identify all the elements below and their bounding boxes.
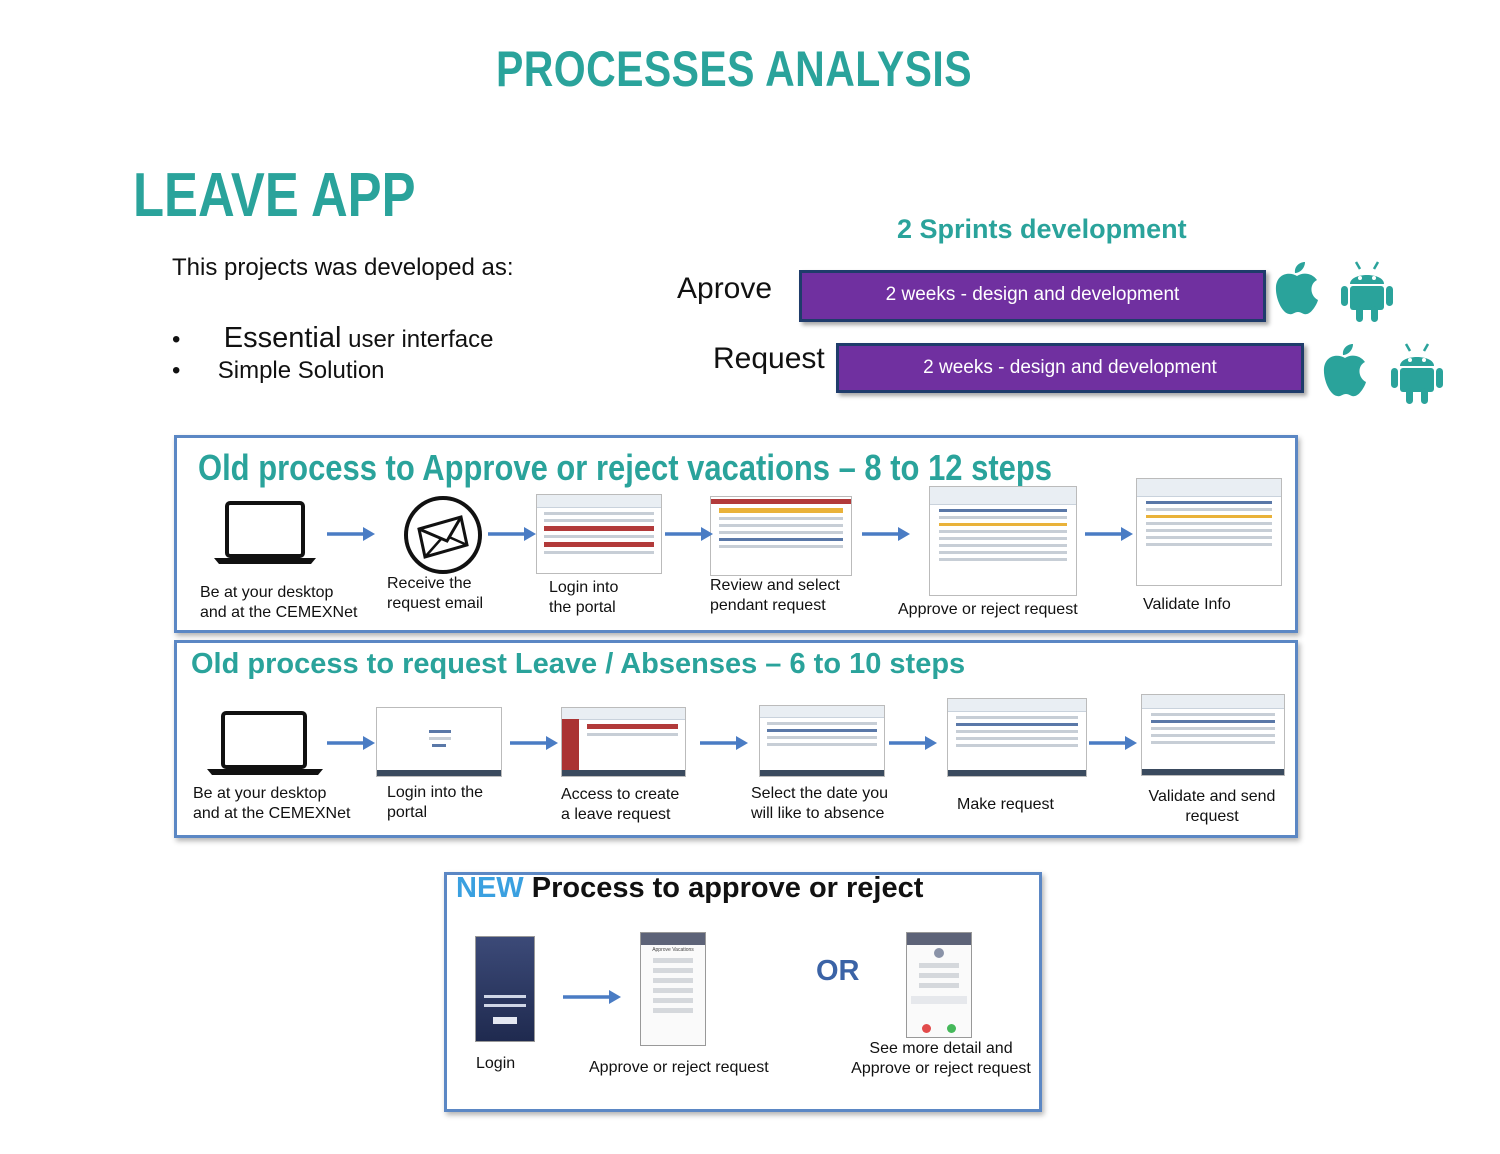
section-title: LEAVE APP — [133, 160, 416, 231]
bullet-essential: • Essential user interface — [172, 322, 494, 355]
old-approve-title: Old process to Approve or reject vacatio… — [198, 447, 1052, 489]
new-label: NEW — [456, 872, 524, 904]
arrow-icon — [327, 525, 377, 543]
send-screenshot — [1141, 694, 1285, 776]
new-title-text: Process to approve or reject — [524, 872, 924, 904]
sprint-label-approve: Aprove — [677, 272, 772, 306]
approve-screenshot — [929, 486, 1077, 596]
portal-screenshot — [536, 494, 662, 574]
arrow-icon — [327, 734, 377, 752]
sprint-bar-approve: 2 weeks - design and development — [799, 270, 1266, 322]
arrow-icon — [510, 734, 560, 752]
laptop-icon — [206, 710, 324, 776]
apple-icon — [1320, 340, 1370, 400]
arrow-icon — [700, 734, 750, 752]
intro-text: This projects was developed as: — [172, 254, 514, 282]
email-icon — [403, 495, 483, 575]
sprint-bar-request: 2 weeks - design and development — [836, 343, 1304, 393]
step-caption: Validate Info — [1143, 595, 1231, 615]
create-screenshot — [561, 707, 686, 777]
step-caption: Approve or reject request — [589, 1058, 769, 1078]
bullet-mark: • — [172, 357, 180, 384]
apple-icon — [1272, 258, 1322, 318]
arrow-icon — [862, 525, 912, 543]
android-icon — [1340, 258, 1394, 324]
validate-screenshot — [1136, 478, 1282, 586]
approve-list-phone-screenshot: Approve Vacations — [640, 932, 706, 1046]
arrow-icon — [1089, 734, 1139, 752]
arrow-icon — [665, 525, 715, 543]
step-caption: Login — [476, 1054, 515, 1074]
bullet-simple: • Simple Solution — [172, 357, 385, 385]
make-request-screenshot — [947, 698, 1087, 777]
request-list-screenshot — [710, 496, 852, 576]
bullet-mark: • — [172, 326, 180, 353]
arrow-icon — [889, 734, 939, 752]
bullet-big-word: Essential — [224, 322, 342, 354]
step-caption: Make request — [957, 795, 1054, 815]
bullet-text: Simple Solution — [218, 357, 385, 384]
login-phone-screenshot — [475, 936, 535, 1042]
arrow-icon — [563, 988, 623, 1006]
android-icon — [1390, 340, 1444, 406]
sprints-heading: 2 Sprints development — [897, 214, 1187, 245]
new-process-title: NEW Process to approve or reject — [456, 872, 923, 905]
or-label: OR — [816, 955, 860, 988]
sprint-label-request: Request — [713, 342, 825, 376]
page-title: PROCESSES ANALYSIS — [132, 40, 1336, 98]
login-screenshot — [376, 707, 502, 777]
arrow-icon — [1085, 525, 1135, 543]
detail-phone-screenshot — [906, 932, 972, 1038]
date-screenshot — [759, 705, 885, 777]
step-caption: Approve or reject request — [898, 600, 1078, 620]
laptop-icon — [213, 500, 317, 566]
bullet-text: user interface — [341, 326, 493, 353]
arrow-icon — [488, 525, 538, 543]
old-request-title: Old process to request Leave / Absenses … — [191, 648, 965, 681]
